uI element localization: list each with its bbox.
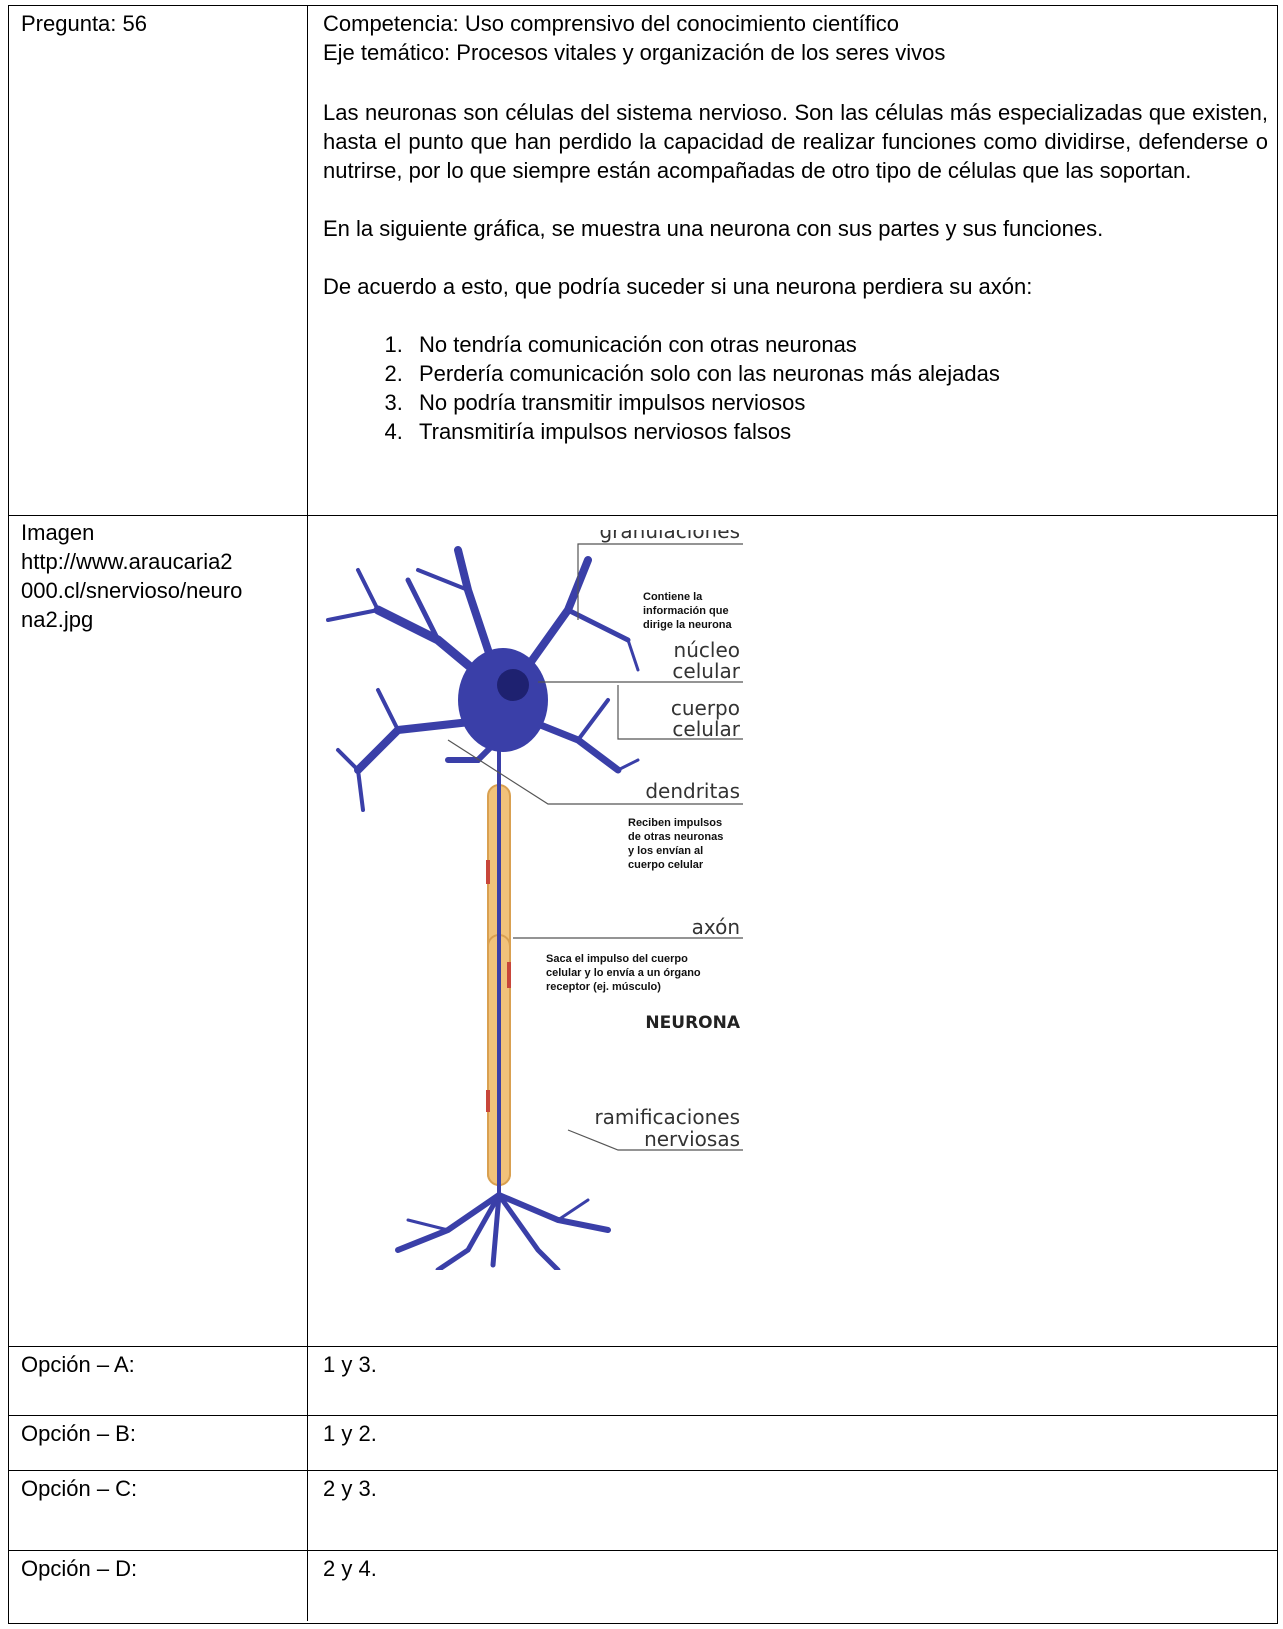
label-nucleo: núcleo [674,638,740,662]
statement-list: No tendría comunicación con otras neuron… [323,330,1268,446]
neuron-illustration [326,546,640,1270]
label-cuerpo: cuerpo [671,696,740,720]
note-dendritas: Reciben impulsos [628,817,722,829]
paragraph-1: Las neuronas son células del sistema ner… [323,100,1268,183]
row-divider [9,1346,1277,1347]
note-nucleus: Contiene la [643,591,703,603]
image-label: Imagen [21,520,95,545]
paragraph-2: En la siguiente gráfica, se muestra una … [323,216,1104,241]
cell-body [458,648,548,752]
neuron-diagram: granulaciones Contiene la información qu… [326,530,743,1270]
note-axon: receptor (ej. músculo) [546,981,661,993]
option-d-value: 2 y 4. [323,1556,377,1581]
node-mark [486,860,490,884]
paragraph-3: De acuerdo a esto, que podría suceder si… [323,274,1033,299]
statement-item: No tendría comunicación con otras neuron… [409,330,1268,359]
statement-item: Transmitiría impulsos nerviosos falsos [409,417,1268,446]
dendrites [326,546,640,812]
statement-item: Perdería comunicación solo con las neuro… [409,359,1268,388]
note-nucleus: dirige la neurona [643,619,733,631]
question-body: Competencia: Uso comprensivo del conocim… [323,9,1268,446]
row-divider [9,515,1277,516]
question-table: Pregunta: 56 Competencia: Uso comprensiv… [8,5,1278,1624]
label-neurona: NEURONA [645,1013,740,1033]
option-b-value: 1 y 2. [323,1421,377,1446]
nucleus [497,669,529,701]
option-b-label: Opción – B: [21,1421,136,1446]
note-dendritas: cuerpo celular [628,859,704,871]
row-divider [9,1550,1277,1551]
node-mark [507,962,511,988]
image-url-part: http://www.araucaria2 [21,549,233,574]
row-divider [9,1415,1277,1416]
axis-line: Eje temático: Procesos vitales y organiz… [323,40,946,65]
note-nucleus: información que [643,605,729,617]
question-number: Pregunta: 56 [21,11,147,36]
note-dendritas: de otras neuronas [628,831,723,843]
note-dendritas: y los envían al [628,845,703,857]
axon-terminals [395,1192,611,1270]
leader-lines [447,543,743,1151]
option-a-value: 1 y 3. [323,1352,377,1377]
label-nucleo: celular [672,659,740,683]
node-mark [486,1090,490,1112]
image-url-part: 000.cl/snervioso/neuro [21,578,243,603]
label-axon: axón [692,915,740,939]
note-axon: Saca el impulso del cuerpo [546,953,688,965]
competence-line: Competencia: Uso comprensivo del conocim… [323,11,899,36]
column-divider [307,6,308,1621]
label-cuerpo: celular [672,717,740,741]
label-granulaciones: granulaciones [599,530,740,543]
label-dendritas: dendritas [645,779,740,803]
option-d-label: Opción – D: [21,1556,138,1581]
note-axon: celular y lo envía a un órgano [546,967,701,979]
option-c-label: Opción – C: [21,1476,138,1501]
option-c-value: 2 y 3. [323,1476,377,1501]
label-ramificaciones: nerviosas [644,1127,740,1151]
option-a-label: Opción – A: [21,1352,135,1377]
image-url-part: na2.jpg [21,607,94,632]
row-divider [9,1470,1277,1471]
label-ramificaciones: ramificaciones [594,1105,740,1129]
image-source: Imagen http://www.araucaria2 000.cl/sner… [21,518,291,634]
statement-item: No podría transmitir impulsos nerviosos [409,388,1268,417]
